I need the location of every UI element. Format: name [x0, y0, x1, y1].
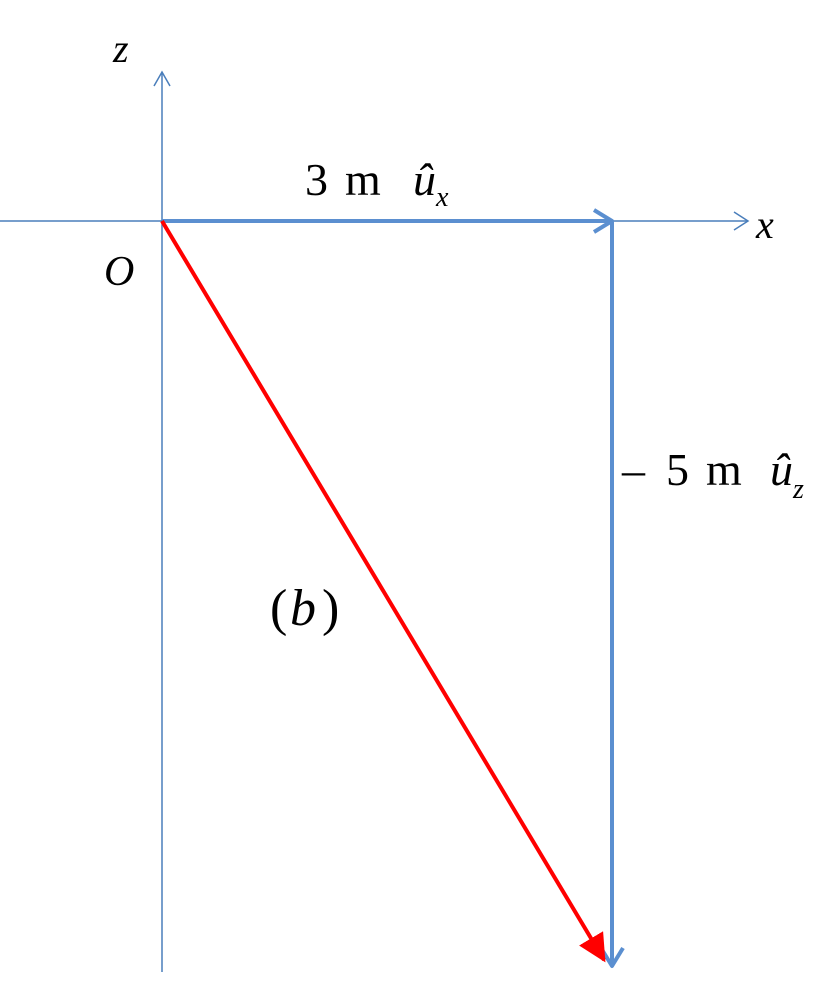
origin-label: O [104, 249, 134, 295]
z-component-unit: m [706, 444, 742, 495]
x-component-unit: m [345, 154, 381, 205]
resultant-label-var: b [290, 580, 316, 637]
z-component-unit-vector: û [770, 444, 793, 495]
x-component-subscript: x [435, 182, 449, 213]
z-component-label: – 5 m û z [621, 444, 805, 505]
resultant-label: ( b ) [270, 580, 339, 637]
x-axis-label: x [755, 202, 774, 247]
resultant-vector [160, 219, 606, 963]
x-component-coefficient: 3 [305, 154, 328, 205]
x-component-unit-vector: û [413, 154, 436, 205]
z-axis-arrowhead [153, 70, 171, 87]
z-component-coefficient: 5 [666, 444, 689, 495]
x-component-label: 3 m û x [305, 154, 449, 213]
x-axis-arrowhead [733, 211, 750, 231]
resultant-label-open: ( [270, 580, 287, 637]
resultant-label-close: ) [322, 580, 339, 637]
z-axis-label: z [112, 26, 129, 71]
z-component-sign: – [621, 444, 646, 495]
z-component-subscript: z [792, 474, 804, 505]
